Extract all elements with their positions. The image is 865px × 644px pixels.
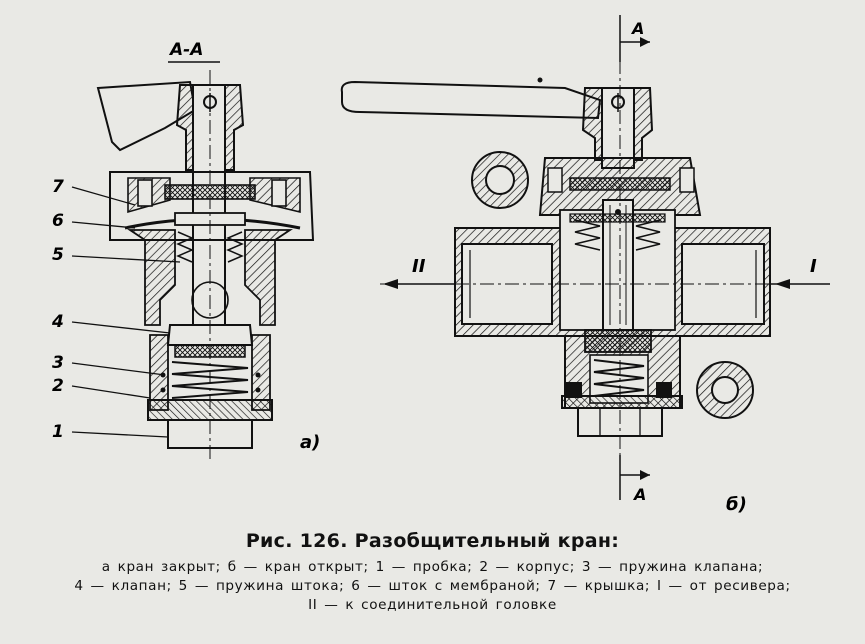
section-label: А-А <box>168 40 203 60</box>
valve-cross-section-figure: А-А <box>51 15 830 515</box>
part-number-2: 2 <box>52 376 64 396</box>
caption-title: Рис. 126. Разобщительный кран: <box>245 530 620 552</box>
part-number-3: 3 <box>52 353 64 373</box>
flow-out-label: II <box>412 256 426 277</box>
part-number-6: 6 <box>52 211 64 231</box>
left-view-section-a-a: А-А <box>51 40 320 462</box>
cut-label-top: А <box>630 19 644 38</box>
flow-in-label: I <box>810 256 817 277</box>
part-number-7: 7 <box>52 177 64 197</box>
caption-legend-line-2: 4 — клапан; 5 — пружина штока; 6 — шток … <box>74 578 791 594</box>
part-number-5: 5 <box>52 245 64 265</box>
caption-legend: а кран закрыт; б — кран открыт; 1 — проб… <box>0 558 865 615</box>
part-number-1: 1 <box>52 422 64 442</box>
part-number-4: 4 <box>51 312 64 332</box>
caption-legend-line-3: II — к соединительной головке <box>308 597 557 613</box>
caption-legend-line-1: а кран закрыт; б — кран открыт; 1 — проб… <box>101 559 764 575</box>
left-view-label: а) <box>300 432 320 453</box>
figure-caption: Рис. 126. Разобщительный кран: а кран за… <box>0 530 865 615</box>
cut-label-bottom: А <box>632 485 646 504</box>
right-view-label: б) <box>726 494 747 515</box>
right-view-b: А А <box>340 15 830 515</box>
